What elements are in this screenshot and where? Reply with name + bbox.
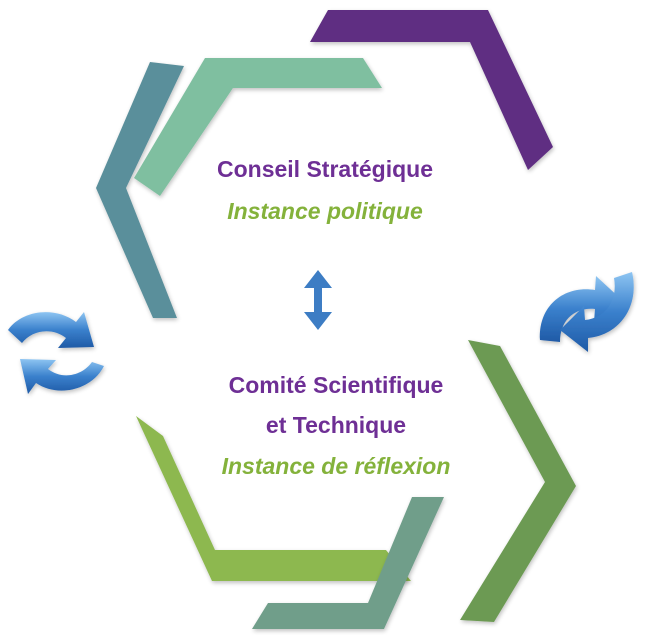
top-block-subtitle: Instance politique (227, 198, 423, 224)
refresh-icon-right (539, 272, 634, 352)
bottom-block-title-line1: Comité Scientifique (228, 372, 444, 398)
refresh-icon-left (8, 312, 104, 394)
teal-dark-chevron-segment (96, 62, 184, 318)
top-block-title: Conseil Stratégique (217, 156, 433, 182)
teal-light-segment (134, 58, 382, 196)
bottom-block-title-line2: et Technique (265, 412, 407, 438)
green-light-segment (136, 416, 411, 581)
green-dark-chevron-segment (460, 340, 576, 622)
bidirectional-vertical-arrow-icon (304, 270, 332, 330)
bottom-block-subtitle: Instance de réflexion (221, 453, 451, 479)
purple-segment (310, 10, 553, 170)
green-teal-segment (252, 497, 444, 629)
